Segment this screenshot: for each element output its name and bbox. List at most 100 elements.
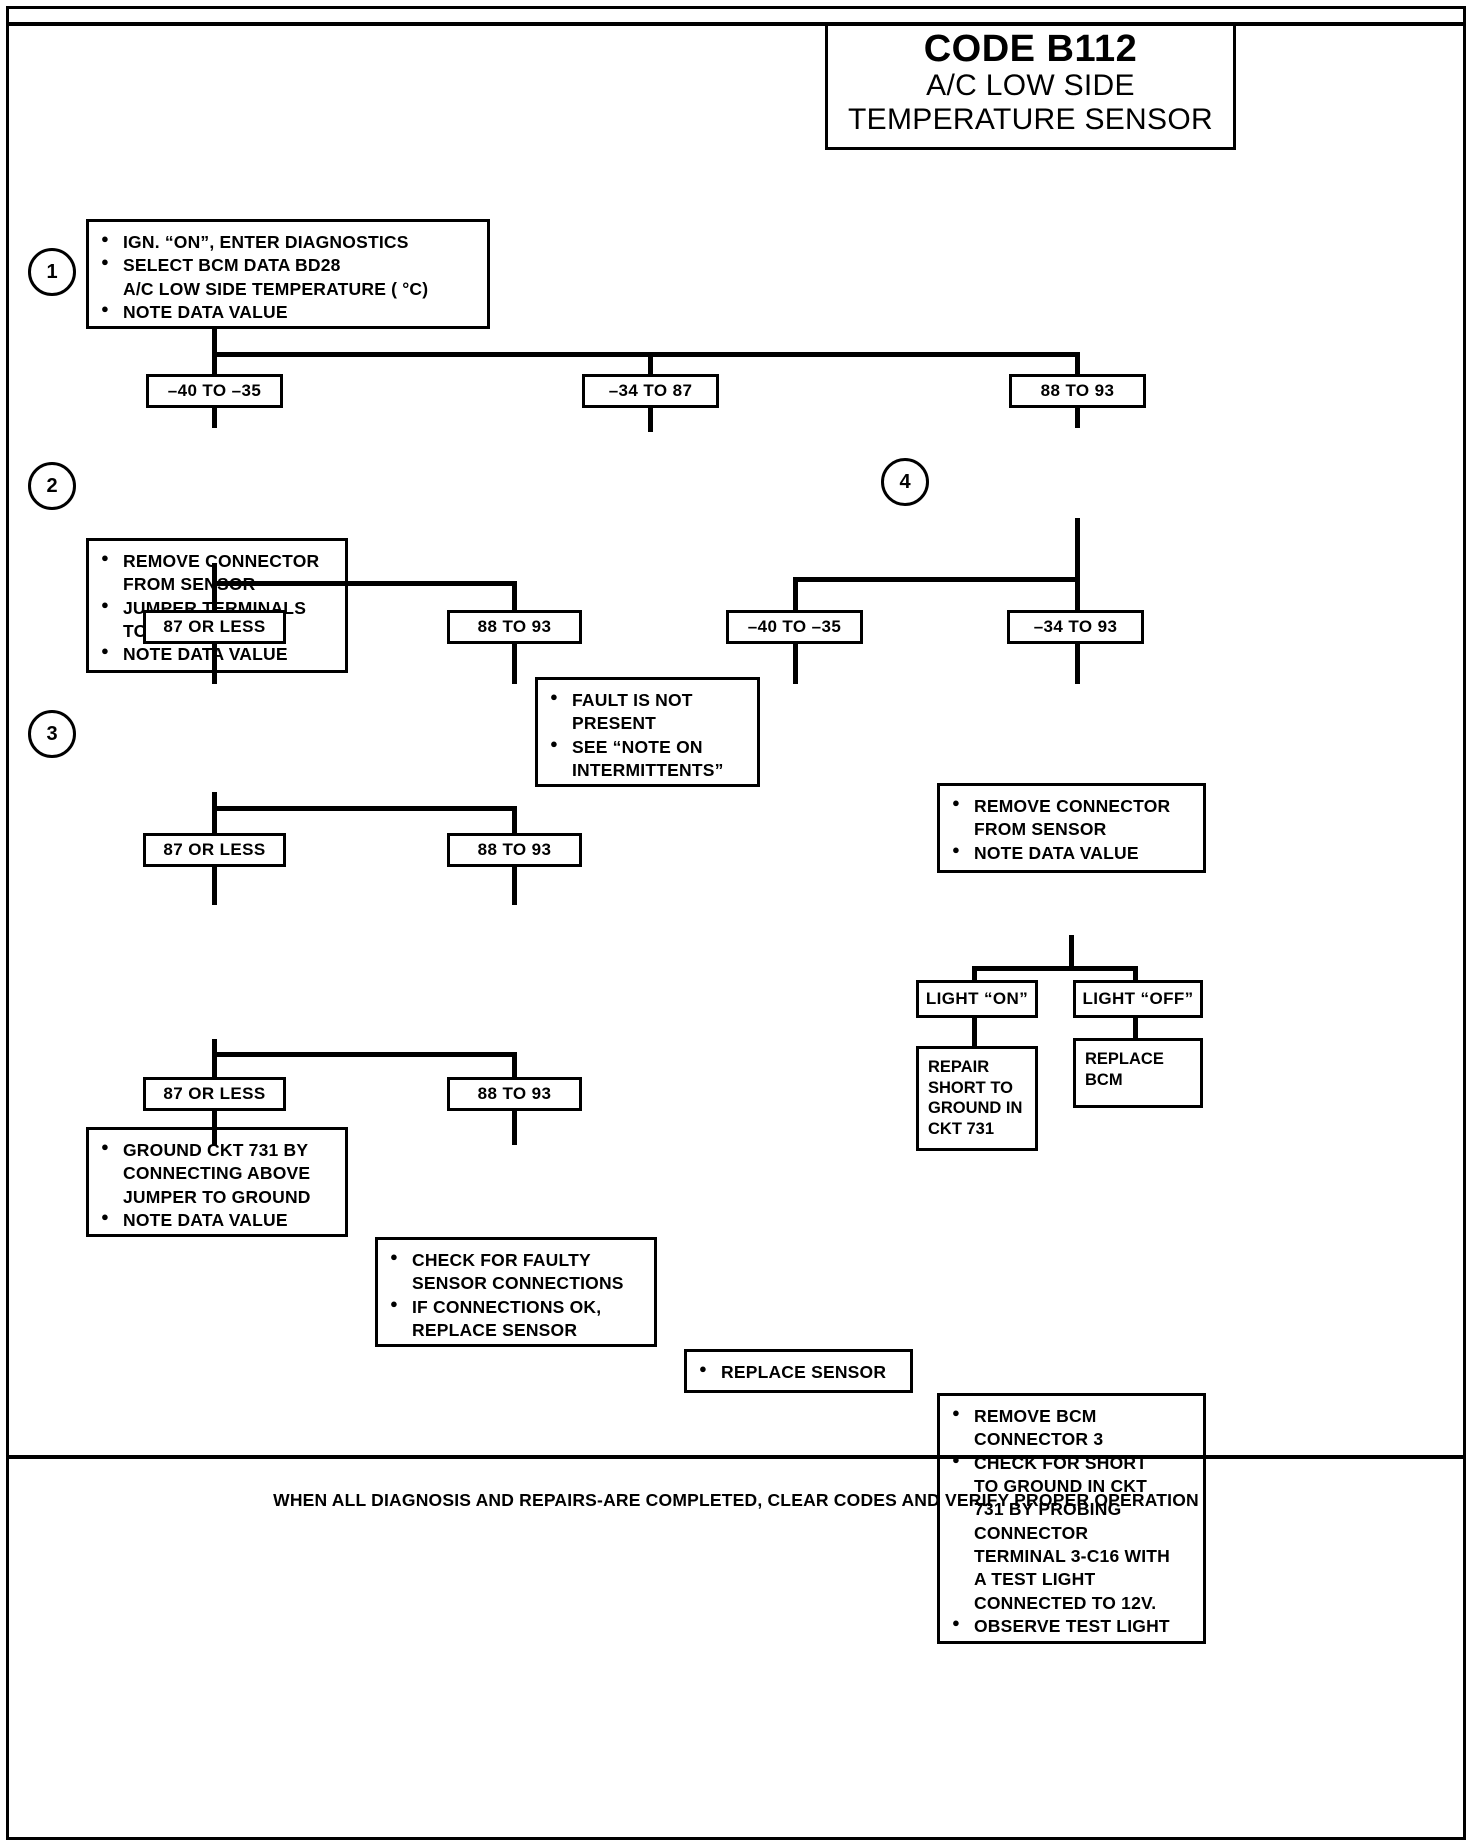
line-r1b-down	[648, 408, 653, 432]
box-fault-line2: PRESENT	[572, 713, 657, 734]
label-r1a-text: –40 TO –35	[167, 381, 262, 400]
box-step4: REMOVE CONNECTOR FROM SENSOR NOTE DATA V…	[937, 783, 1206, 873]
box-replace-bcm-line2: BCM	[1085, 1070, 1123, 1089]
box-bcm-line1: REMOVE BCM	[952, 1405, 1193, 1427]
box-replace-sensor: REPLACE SENSOR	[684, 1349, 913, 1393]
line-s5-stem	[212, 1039, 217, 1061]
label-r4b-text: 88 TO 93	[477, 1084, 552, 1103]
box-step1-line2: SELECT BCM DATA BD28	[101, 254, 477, 276]
label-r5a: –40 TO –35	[726, 610, 863, 644]
line-s1-bus	[212, 352, 1080, 357]
label-r1a: –40 TO –35	[146, 374, 283, 408]
box-step2-line1: REMOVE CONNECTOR	[101, 550, 335, 572]
page-border	[6, 6, 1466, 1840]
title-code: CODE B112	[923, 28, 1138, 70]
box-step4-line2: FROM SENSOR	[974, 819, 1107, 840]
box-step3-line2: CONNECTING ABOVE	[123, 1163, 311, 1184]
box-faulty-connections: CHECK FOR FAULTY SENSOR CONNECTIONS IF C…	[375, 1237, 657, 1347]
box-fault-line1: FAULT IS NOT	[550, 689, 747, 711]
line-s1-drop-b	[648, 352, 653, 376]
line-s3-drop-b	[512, 806, 517, 834]
box-short-line1: REPAIR	[928, 1058, 990, 1076]
line-s2-drop-a	[212, 581, 217, 611]
label-r1c: 88 TO 93	[1009, 374, 1146, 408]
step-2-label: 2	[46, 474, 58, 497]
box-bcm-line5: 731 BY PROBING	[974, 1499, 1122, 1520]
box-replace-sensor-line1: REPLACE SENSOR	[699, 1361, 900, 1383]
label-light-on-text: LIGHT “ON”	[925, 989, 1029, 1008]
box-step2-line5: NOTE DATA VALUE	[101, 643, 335, 665]
step-4-label: 4	[899, 470, 911, 493]
line-r4b-down	[512, 1111, 517, 1145]
line-r2b-down	[512, 644, 517, 684]
box-bcm-line10: OBSERVE TEST LIGHT	[952, 1615, 1193, 1637]
line-s1-drop-a	[212, 352, 217, 376]
line-r5a-down	[793, 644, 798, 684]
label-r4b: 88 TO 93	[447, 1077, 582, 1111]
line-bcm-bus	[972, 966, 1138, 971]
box-step3: GROUND CKT 731 BY CONNECTING ABOVE JUMPE…	[86, 1127, 348, 1237]
line-s5-drop-b	[512, 1052, 517, 1078]
line-s2-drop-b	[512, 581, 517, 611]
box-bcm-line4: TO GROUND IN CKT	[974, 1476, 1148, 1497]
label-light-off-text: LIGHT “OFF”	[1082, 989, 1194, 1008]
line-s4-drop-a	[793, 577, 798, 610]
box-step1-line3: A/C LOW SIDE TEMPERATURE ( °C)	[123, 278, 429, 299]
box-bcm-short-check: REMOVE BCM CONNECTOR 3 CHECK FOR SHORT T…	[937, 1393, 1206, 1644]
box-bcm-line9: CONNECTED TO 12V.	[974, 1592, 1157, 1613]
label-r3b: 88 TO 93	[447, 833, 582, 867]
box-step4-line3: NOTE DATA VALUE	[952, 842, 1193, 864]
line-s2-stem	[212, 563, 217, 585]
line-r1c-down	[1075, 408, 1080, 428]
box-faulty-line1: CHECK FOR FAULTY	[390, 1249, 644, 1271]
label-r1b: –34 TO 87	[582, 374, 719, 408]
label-r2a: 87 OR LESS	[143, 610, 286, 644]
box-fault-line3: SEE “NOTE ON	[550, 736, 747, 758]
step-number-2: 2	[28, 462, 76, 510]
box-step1-line1: IGN. “ON”, ENTER DIAGNOSTICS	[101, 231, 477, 253]
step-1-label: 1	[46, 260, 58, 283]
line-r1a-down	[212, 408, 217, 428]
box-faulty-line2: SENSOR CONNECTIONS	[412, 1273, 624, 1294]
footer-rule	[6, 1455, 1466, 1459]
label-r5b-text: –34 TO 93	[1033, 617, 1118, 636]
step-number-4: 4	[881, 458, 929, 506]
step-number-1: 1	[28, 248, 76, 296]
title-top-rule	[6, 22, 1466, 26]
label-r3b-text: 88 TO 93	[477, 840, 552, 859]
label-r1c-text: 88 TO 93	[1040, 381, 1115, 400]
line-bcm-drop-b	[1133, 966, 1138, 982]
footer-note: WHEN ALL DIAGNOSIS AND REPAIRS-ARE COMPL…	[273, 1490, 1199, 1510]
line-bcm-stem	[1069, 935, 1074, 970]
line-s5-bus	[212, 1052, 517, 1057]
box-bcm-line6: CONNECTOR	[974, 1522, 1089, 1543]
step-number-3: 3	[28, 710, 76, 758]
label-r5b: –34 TO 93	[1007, 610, 1144, 644]
box-step3-line3: JUMPER TO GROUND	[123, 1186, 311, 1207]
box-step2: REMOVE CONNECTOR FROM SENSOR JUMPER TERM…	[86, 538, 348, 673]
box-replace-bcm-line1: REPLACE	[1085, 1050, 1164, 1068]
line-bcm-drop-a	[972, 966, 977, 982]
line-s4-bus	[793, 577, 1080, 582]
label-r5a-text: –40 TO –35	[747, 617, 842, 636]
label-r2a-text: 87 OR LESS	[163, 617, 266, 636]
label-r4a: 87 OR LESS	[143, 1077, 286, 1111]
line-r5b-down	[1075, 644, 1080, 684]
line-r3b-down	[512, 867, 517, 905]
box-fault-line4: INTERMITTENTS”	[572, 760, 724, 781]
label-r4a-text: 87 OR LESS	[163, 1084, 266, 1103]
box-bcm-line7: TERMINAL 3-C16 WITH	[974, 1546, 1170, 1567]
box-bcm-line8: A TEST LIGHT	[974, 1569, 1096, 1590]
box-step4-line1: REMOVE CONNECTOR	[952, 795, 1193, 817]
line-s5-drop-a	[212, 1052, 217, 1078]
line-light-off-down	[1133, 1018, 1138, 1040]
line-s3-drop-a	[212, 806, 217, 834]
box-step3-line4: NOTE DATA VALUE	[101, 1209, 335, 1231]
line-s2-bus	[212, 581, 517, 586]
line-s4-drop-b	[1075, 577, 1080, 610]
title-block: CODE B112 A/C LOW SIDE TEMPERATURE SENSO…	[825, 22, 1236, 150]
title-line3: TEMPERATURE SENSOR	[848, 102, 1213, 136]
title-line2: A/C LOW SIDE	[926, 69, 1135, 103]
label-r3a: 87 OR LESS	[143, 833, 286, 867]
